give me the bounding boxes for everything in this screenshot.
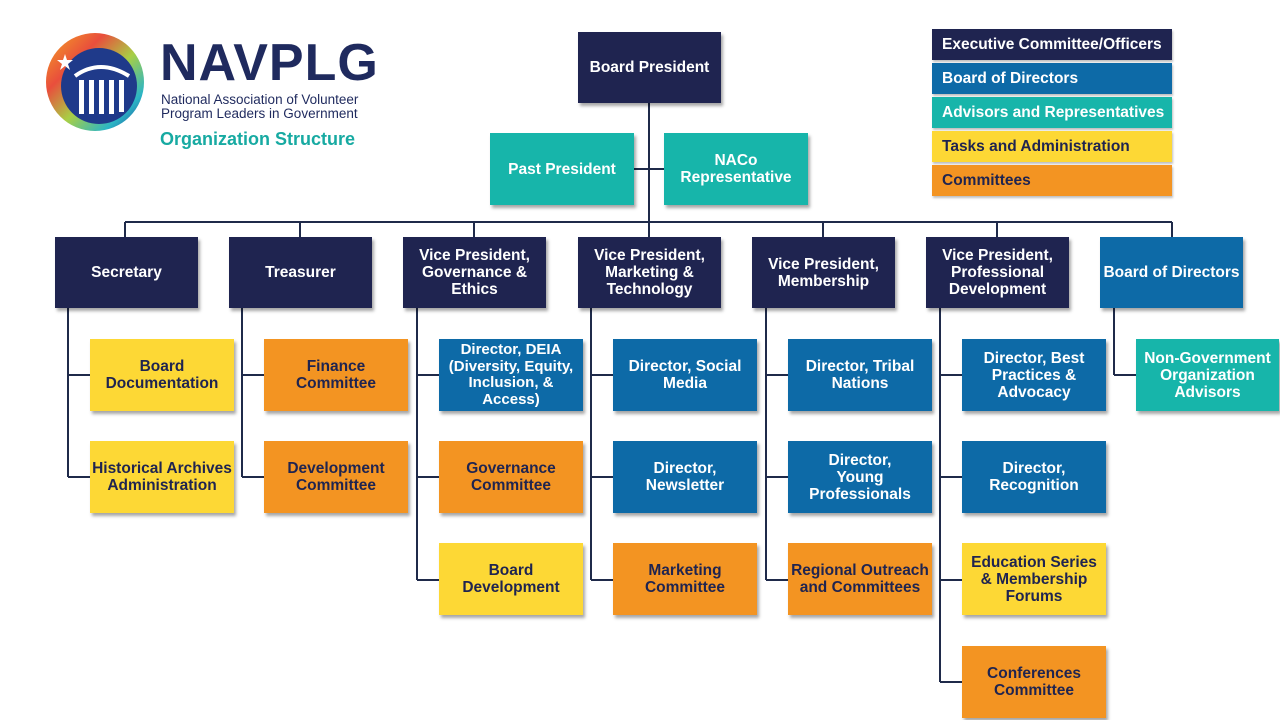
node-board-documentation: Board Documentation: [90, 339, 234, 411]
node-director-social-media: Director, Social Media: [613, 339, 757, 411]
logo-title: NAVPLG: [160, 34, 379, 92]
node-ngo-advisors: Non-Government Organization Advisors: [1136, 339, 1279, 411]
node-secretary: Secretary: [55, 237, 198, 308]
node-director-recognition: Director, Recognition: [962, 441, 1106, 513]
legend-advisors: Advisors and Representatives: [932, 97, 1172, 128]
node-director-newsletter: Director, Newsletter: [613, 441, 757, 513]
logo-subtitle-line1: National Association of Volunteer: [161, 92, 359, 107]
node-governance-committee: Governance Committee: [439, 441, 583, 513]
node-past-president: Past President: [490, 133, 634, 205]
node-director-young-professionals: Director, Young Professionals: [788, 441, 932, 513]
node-development-committee: Development Committee: [264, 441, 408, 513]
node-vp-membership: Vice President, Membership: [752, 237, 895, 308]
legend-board: Board of Directors: [932, 63, 1172, 94]
node-education-series: Education Series & Membership Forums: [962, 543, 1106, 615]
node-naco-representative: NACo Representative: [664, 133, 808, 205]
node-board-of-directors: Board of Directors: [1100, 237, 1243, 308]
node-finance-committee: Finance Committee: [264, 339, 408, 411]
node-marketing-committee: Marketing Committee: [613, 543, 757, 615]
section-title: Organization Structure: [160, 129, 356, 149]
node-historical-archives: Historical Archives Administration: [90, 441, 234, 513]
node-board-development: Board Development: [439, 543, 583, 615]
node-director-tribal-nations: Director, Tribal Nations: [788, 339, 932, 411]
legend-tasks: Tasks and Administration: [932, 131, 1172, 162]
node-director-best-practices: Director, Best Practices & Advocacy: [962, 339, 1106, 411]
node-director-deia: Director, DEIA (Diversity, Equity, Inclu…: [439, 339, 583, 411]
legend-committees: Committees: [932, 165, 1172, 196]
node-board-president: Board President: [578, 32, 721, 103]
logo-subtitle-line2: Program Leaders in Government: [161, 106, 358, 121]
node-conferences-committee: Conferences Committee: [962, 646, 1106, 718]
capitol-column-icon: [46, 33, 144, 131]
node-vp-professional-development: Vice President, Professional Development: [926, 237, 1069, 308]
logo-subtitle: National Association of Volunteer Progra…: [161, 93, 401, 121]
node-regional-outreach: Regional Outreach and Committees: [788, 543, 932, 615]
node-vp-marketing: Vice President, Marketing & Technology: [578, 237, 721, 308]
legend-exec: Executive Committee/Officers: [932, 29, 1172, 60]
node-vp-governance: Vice President, Governance & Ethics: [403, 237, 546, 308]
node-treasurer: Treasurer: [229, 237, 372, 308]
